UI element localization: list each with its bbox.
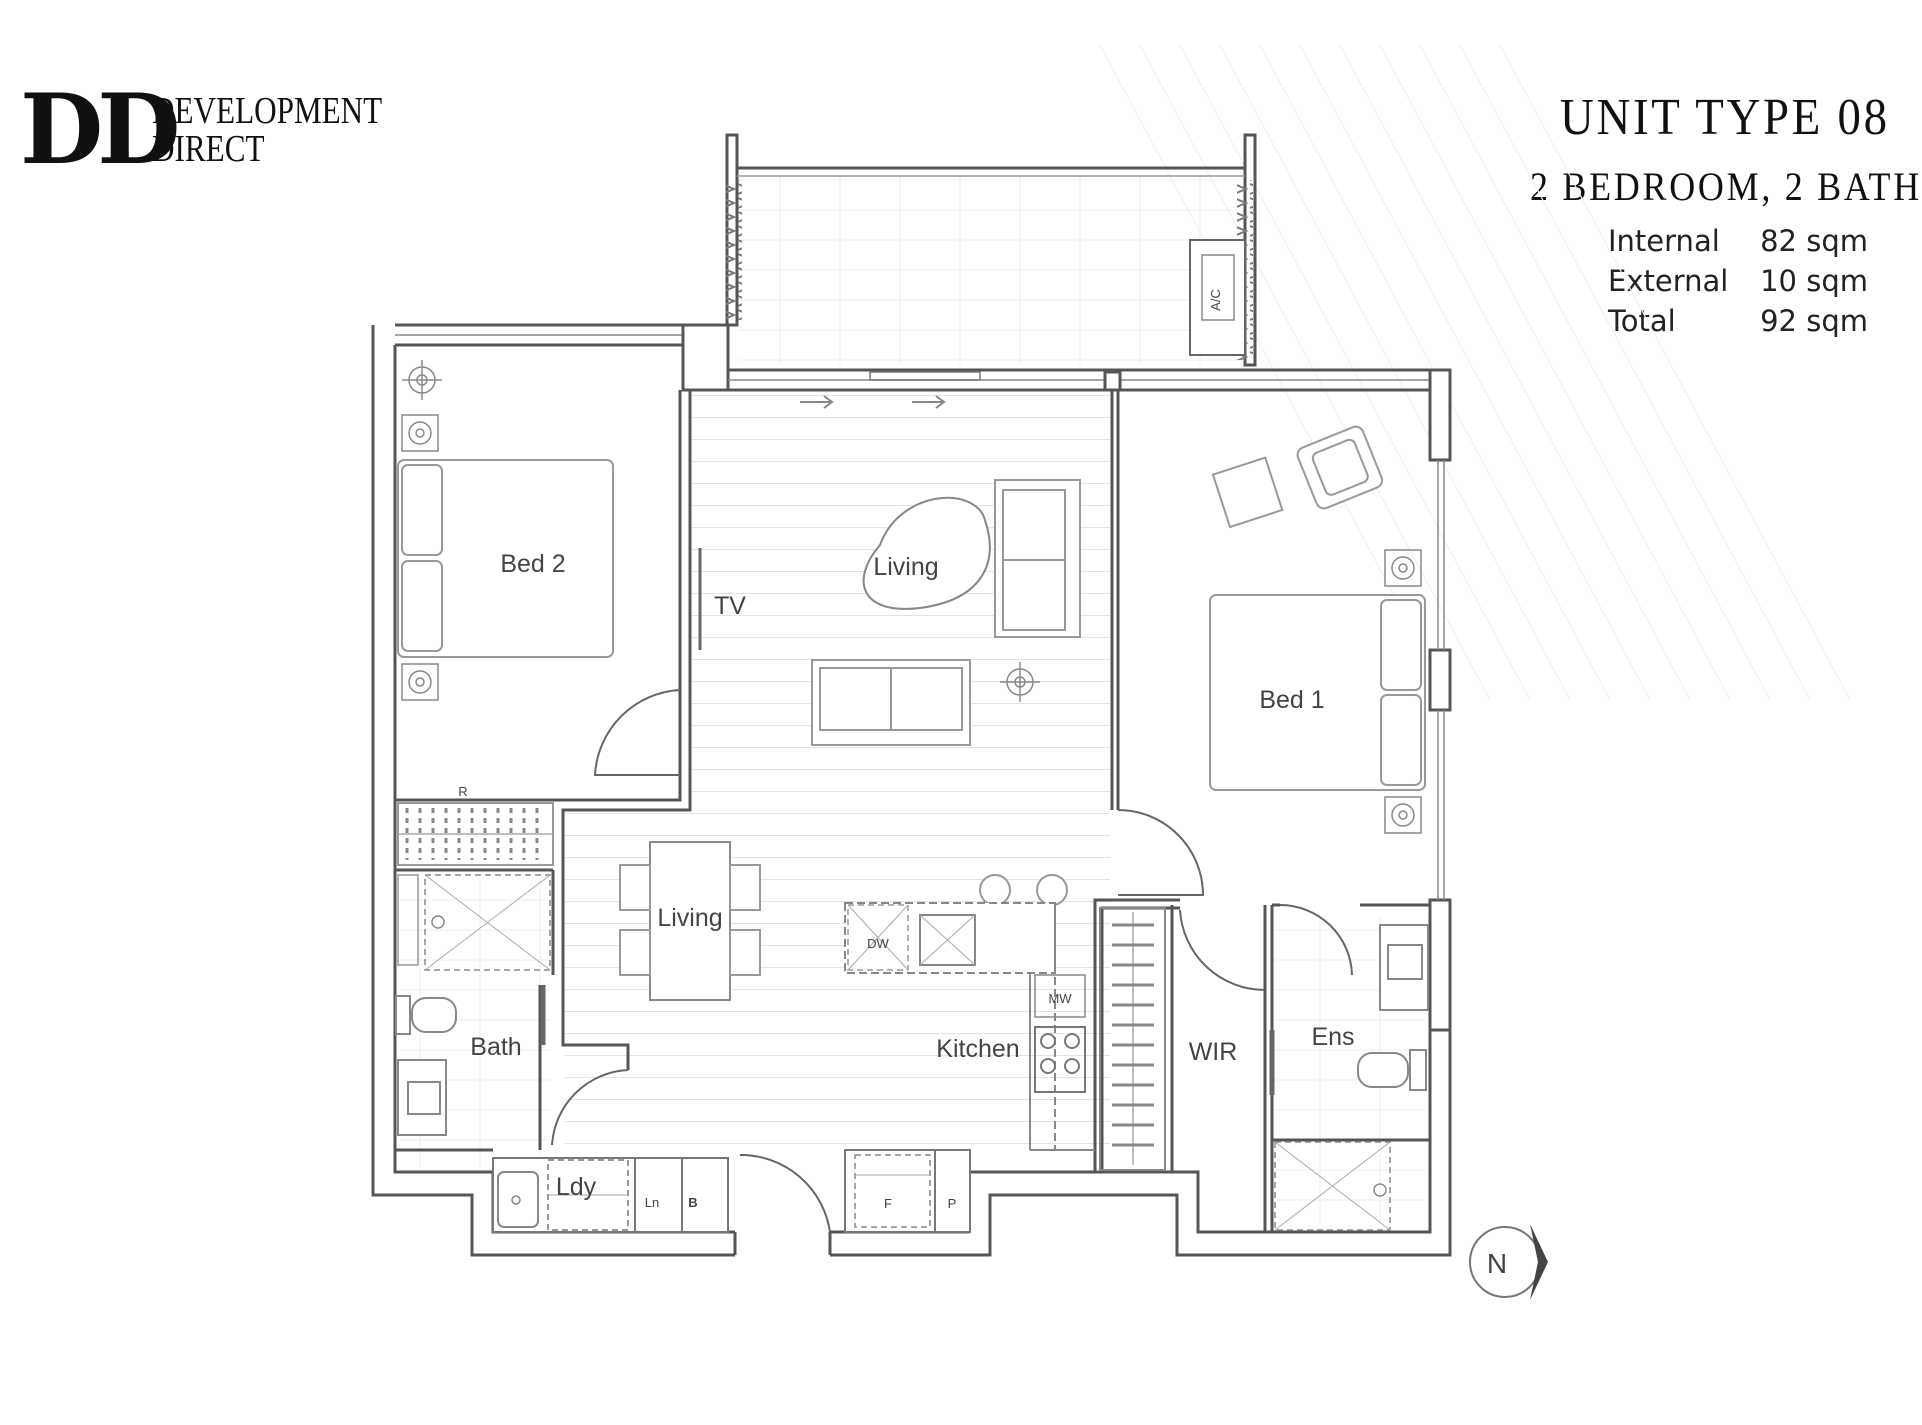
balcony-screen-left <box>726 180 742 320</box>
north-arrow-icon <box>1530 1224 1548 1300</box>
area-row-total: Total 92 sqm <box>1608 304 1868 344</box>
chair <box>619 929 651 976</box>
fridge-label: F <box>884 1196 892 1211</box>
side-table <box>1211 456 1284 529</box>
pillow <box>1380 599 1422 691</box>
coat-hangers-icon <box>405 808 539 860</box>
ac-label: A/C <box>1208 289 1223 311</box>
door-swing <box>1179 909 1266 992</box>
sliding-arrow-icon <box>800 395 946 409</box>
room-label-dining: Living <box>657 904 722 932</box>
basin-icon <box>1379 924 1429 1011</box>
area-label: Internal <box>1608 224 1720 258</box>
balcony-tiles <box>740 175 1240 365</box>
area-row-internal: Internal 82 sqm <box>1608 224 1868 264</box>
bed-1-frame <box>1209 594 1426 791</box>
chair <box>729 929 761 976</box>
unit-subtitle: 2 BEDROOM, 2 BATH <box>1530 164 1922 209</box>
unit-title: UNIT TYPE 08 <box>1560 89 1890 146</box>
coffee-table <box>862 496 991 610</box>
area-value: 92 sqm <box>1760 304 1868 338</box>
room-label-bath: Bath <box>470 1033 521 1061</box>
area-value: 82 sqm <box>1760 224 1868 258</box>
shower-head-icon <box>1373 1183 1387 1197</box>
ac-unit: A/C <box>1189 239 1246 356</box>
shower <box>424 874 551 971</box>
dishwasher <box>847 904 909 971</box>
cupboard-b-label: B <box>688 1195 697 1210</box>
dining-area: Living <box>619 841 761 1001</box>
room-label-bed-1: Bed 1 <box>1259 686 1324 714</box>
cooktop-icon <box>1034 1026 1086 1093</box>
kitchen: DW MW Kitchen <box>844 874 1095 1151</box>
pillow <box>1380 694 1422 786</box>
room-label-wir: WIR <box>1189 1038 1238 1066</box>
lamp-icon <box>401 414 439 452</box>
laundry: Ldy Ln B <box>492 1153 831 1233</box>
door-swing <box>551 1069 629 1146</box>
sofa-bottom <box>811 659 971 746</box>
shower-head-icon <box>431 915 445 929</box>
laundry-tub <box>497 1171 539 1228</box>
basin-icon <box>397 1059 447 1136</box>
robe-label: R <box>458 784 467 799</box>
door-swing <box>1279 904 1353 976</box>
walls <box>371 323 1452 1257</box>
door-swing <box>593 689 681 776</box>
room-label-tv: TV <box>714 592 746 620</box>
room-label-kitchen: Kitchen <box>936 1035 1019 1063</box>
brand-line-2: DIRECT <box>152 128 265 170</box>
sofa-right <box>994 479 1081 638</box>
lamp-icon <box>1000 662 1040 702</box>
stool <box>1036 874 1068 906</box>
chair <box>619 864 651 911</box>
compass: N <box>1469 1224 1548 1300</box>
walk-in-robe: WIR <box>1099 907 1266 1171</box>
linen-label: Ln <box>645 1195 659 1210</box>
toilet-icon <box>395 995 457 1035</box>
area-table: Internal 82 sqm External 10 sqm Total 92… <box>1608 224 1868 344</box>
fridge-pantry: F P <box>844 1149 971 1233</box>
lamp-icon <box>1384 549 1422 587</box>
chair <box>729 864 761 911</box>
area-label: External <box>1608 264 1729 298</box>
armchair <box>1296 425 1384 510</box>
bedroom-2: Bed 2 R <box>397 360 681 866</box>
area-value: 10 sqm <box>1760 264 1868 298</box>
entry-door-swing <box>739 1153 831 1233</box>
dishwasher-label: DW <box>867 936 889 951</box>
stool <box>979 874 1011 906</box>
background-hatch <box>1099 44 1851 701</box>
dining-table <box>649 841 731 1001</box>
room-label-ensuite: Ens <box>1311 1023 1354 1051</box>
room-label-living: Living <box>873 553 938 581</box>
toilet-icon <box>1357 1049 1427 1091</box>
ensuite: Ens <box>1269 904 1429 1231</box>
room-label-bed-2: Bed 2 <box>500 550 565 578</box>
microwave <box>1034 974 1086 1018</box>
coat-hangers-icon <box>1112 923 1154 1147</box>
pantry-label: P <box>948 1196 957 1211</box>
pillow <box>401 560 443 652</box>
lamp-icon <box>402 360 442 400</box>
brand-logo-mark: DD <box>20 73 180 186</box>
sink-icon <box>919 914 976 966</box>
lamp-icon <box>401 663 439 701</box>
door-swing <box>1117 809 1205 896</box>
room-label-laundry: Ldy <box>556 1173 597 1201</box>
bedroom-1: Bed 1 <box>1117 425 1426 896</box>
compass-label: N <box>1487 1248 1507 1279</box>
lamp-icon <box>1384 796 1422 834</box>
bathroom: Bath <box>395 874 629 1146</box>
microwave-label: MW <box>1048 991 1072 1006</box>
unit-subtitle-wrap: 2 BEDROOM, 2 BATH <box>1530 163 1922 223</box>
bed-2-frame <box>397 459 614 658</box>
living-area: TV Living <box>698 395 1081 746</box>
shower <box>1274 1141 1391 1231</box>
pillow <box>401 464 443 556</box>
fridge <box>854 1154 931 1228</box>
area-row-external: External 10 sqm <box>1608 264 1868 304</box>
